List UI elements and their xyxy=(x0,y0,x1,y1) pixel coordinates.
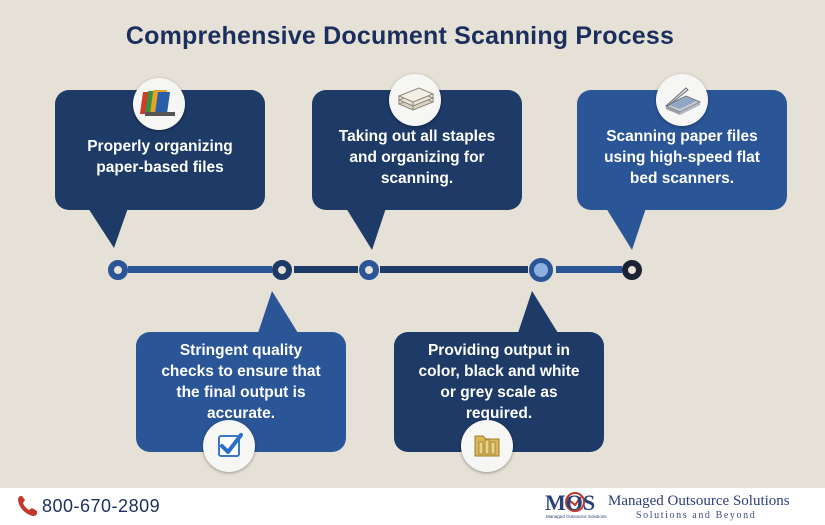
step-text: Providing output in color, black and whi… xyxy=(418,342,580,422)
company-logo xyxy=(540,488,610,525)
page-title: Comprehensive Document Scanning Process xyxy=(125,22,675,50)
folder-icon xyxy=(461,420,513,472)
paper-stack-icon xyxy=(389,74,441,126)
step-text: Stringent quality checks to ensure that … xyxy=(161,342,321,422)
step-text: Scanning paper files using high-speed fl… xyxy=(604,127,760,187)
timeline-segment xyxy=(128,266,272,273)
callout-pointer xyxy=(606,208,646,250)
company-name: Managed Outsource Solutions xyxy=(608,493,790,509)
callout-pointer xyxy=(258,291,298,333)
logo-subtext: Managed Outsource Solutions xyxy=(546,514,607,519)
scanner-icon xyxy=(656,74,708,126)
timeline-segment xyxy=(380,266,528,273)
logo-letters: MOS xyxy=(545,490,596,515)
step-text: Taking out all staples and organizing fo… xyxy=(338,127,496,187)
phone-icon xyxy=(16,494,38,518)
callout-pointer xyxy=(346,208,386,250)
footer-bar: 800-670-2809 MOS Managed Outsource Solut… xyxy=(0,488,825,525)
timeline-node xyxy=(622,260,642,280)
timeline-node xyxy=(529,258,553,282)
callout-pointer xyxy=(88,208,128,248)
timeline-node xyxy=(272,260,292,280)
company-tagline: Solutions and Beyond xyxy=(636,510,757,521)
folders-icon xyxy=(133,78,185,130)
timeline-segment xyxy=(294,266,358,273)
timeline-segment xyxy=(556,266,622,273)
timeline-node xyxy=(359,260,379,280)
checkbox-icon xyxy=(203,420,255,472)
callout-pointer xyxy=(518,291,558,333)
phone-number[interactable]: 800-670-2809 xyxy=(42,496,161,516)
timeline-node xyxy=(108,260,128,280)
step-text: Properly organizing paper-based files xyxy=(87,138,233,176)
